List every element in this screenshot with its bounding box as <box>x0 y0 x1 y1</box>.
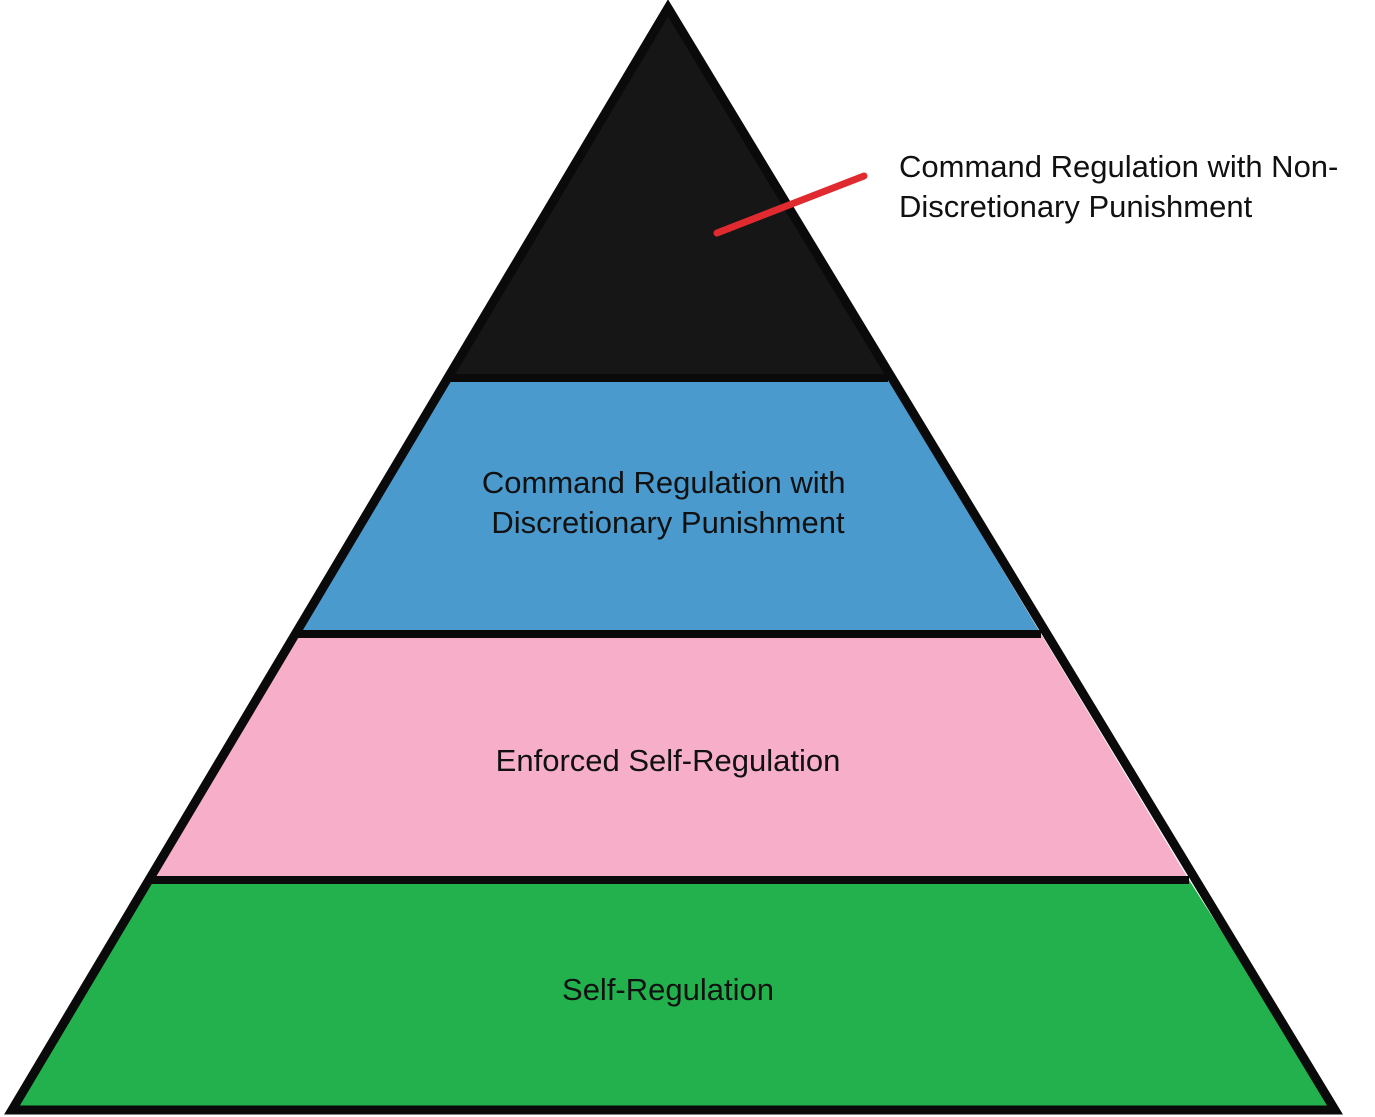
callout-line <box>713 172 868 237</box>
label-command-discretionary: Command Regulation with Discretionary Pu… <box>482 465 854 540</box>
tier-self-regulation <box>12 880 1335 1110</box>
pyramid-outline <box>4 0 1343 1115</box>
label-self-regulation-line-1: Self-Regulation <box>562 972 774 1007</box>
label-enforced-self-regulation: Enforced Self-Regulation <box>496 743 841 778</box>
tier-command-non-discretionary <box>450 8 888 378</box>
label-command-discretionary-line-1: Command Regulation with <box>482 465 846 500</box>
label-enforced-self-regulation-line-1: Enforced Self-Regulation <box>496 743 841 778</box>
label-command-discretionary-line-2: Discretionary Punishment <box>491 505 845 540</box>
label-self-regulation: Self-Regulation <box>562 972 774 1007</box>
callout-label-top-tier: Command Regulation with Non- Discretiona… <box>899 149 1347 224</box>
tier-enforced-self-regulation <box>150 634 1189 880</box>
callout-label-line-2: Discretionary Punishment <box>899 189 1253 224</box>
callout-label-line-1: Command Regulation with Non- <box>899 149 1338 184</box>
tier-command-discretionary <box>297 378 1041 634</box>
